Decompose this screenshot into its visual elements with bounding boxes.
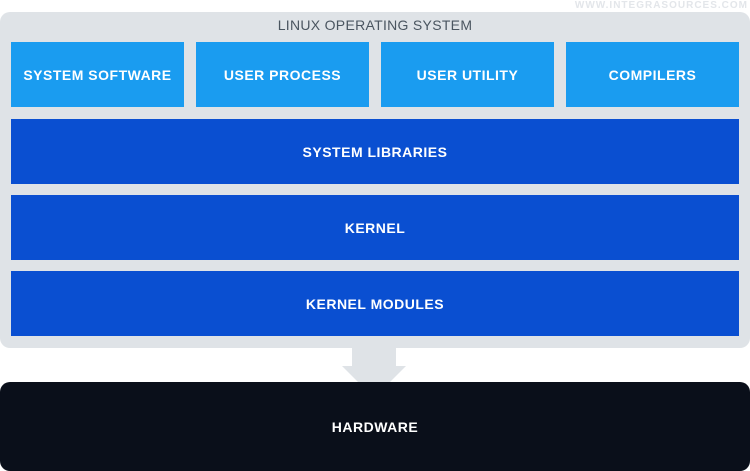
watermark: WWW.INTEGRASOURCES.COM <box>574 0 748 11</box>
kernel-modules-box: KERNEL MODULES <box>11 271 739 336</box>
user-process-box: USER PROCESS <box>196 42 369 107</box>
hardware-box: HARDWARE <box>0 382 750 471</box>
os-title: LINUX OPERATING SYSTEM <box>277 17 473 33</box>
compilers-box: COMPILERS <box>566 42 739 107</box>
user-utility-box: USER UTILITY <box>381 42 554 107</box>
system-libraries-box: SYSTEM LIBRARIES <box>11 119 739 184</box>
kernel-box: KERNEL <box>11 195 739 260</box>
system-software-box: SYSTEM SOFTWARE <box>11 42 184 107</box>
down-arrow-icon <box>342 348 406 398</box>
